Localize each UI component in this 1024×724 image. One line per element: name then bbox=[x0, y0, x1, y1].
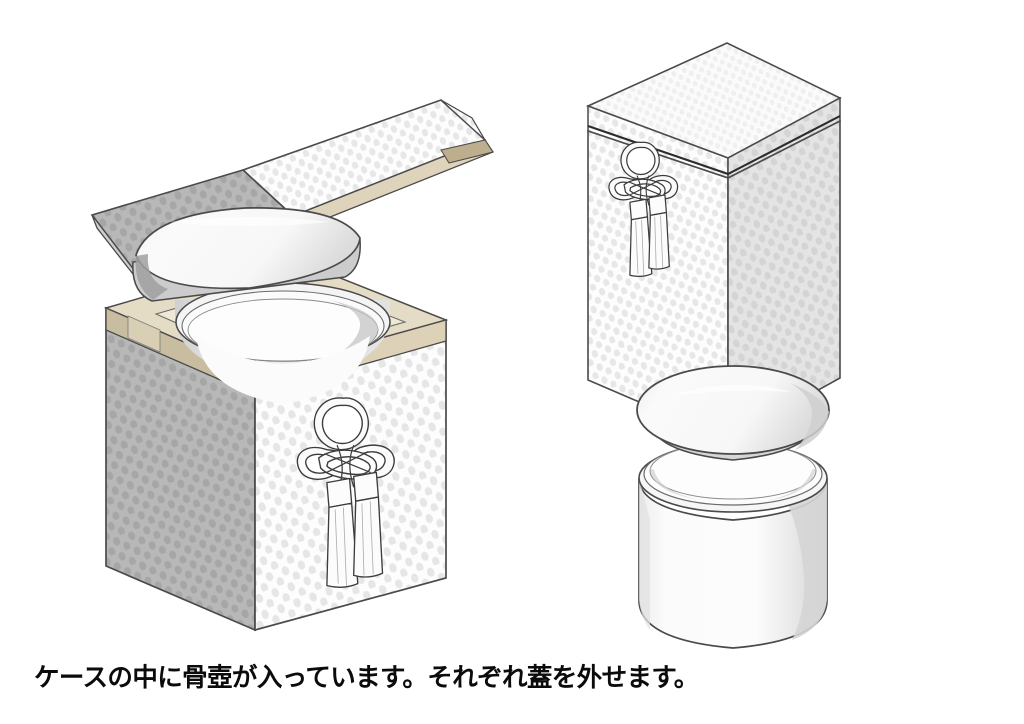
tassel-left-skirt bbox=[629, 216, 653, 278]
tassel-left-skirt bbox=[326, 502, 359, 588]
knot-strand-d bbox=[645, 175, 650, 206]
urn-lid-left-shade bbox=[135, 254, 168, 300]
urn-body-right-shade bbox=[786, 478, 827, 640]
urn-body-left-shade bbox=[639, 478, 650, 630]
tassel-left-thread-2 bbox=[342, 507, 347, 586]
figure-open-case bbox=[90, 99, 494, 632]
tassel-right-head bbox=[353, 471, 380, 502]
closed-case-lid-seam bbox=[587, 115, 841, 176]
tassel-left-thread-1 bbox=[334, 509, 339, 584]
tassel-left-thread-2 bbox=[641, 219, 645, 276]
figure-urn-alone bbox=[636, 365, 830, 649]
knot-strand-b bbox=[326, 451, 369, 473]
urn-body-wall bbox=[638, 477, 828, 649]
urn-lid-right-shade bbox=[790, 383, 829, 450]
tassel-right-thread-2 bbox=[660, 215, 664, 268]
knot-strand-b bbox=[629, 179, 660, 196]
tassel-left-head bbox=[326, 477, 353, 509]
urn-lid-top bbox=[135, 207, 361, 290]
urn-lid bbox=[636, 365, 830, 461]
urn-interior-shade-left bbox=[650, 468, 700, 500]
open-case-urn-lid bbox=[132, 207, 361, 302]
figure-closed-case bbox=[585, 42, 842, 442]
closed-case-decorative-knot bbox=[608, 141, 679, 278]
urn-lid-highlight bbox=[672, 384, 792, 396]
tassel-right-skirt bbox=[353, 496, 384, 578]
closed-case-right-face bbox=[727, 119, 841, 442]
case-tray-inner-wall bbox=[127, 315, 161, 353]
knot-top-loop-inner bbox=[626, 146, 656, 176]
urn-in-case-body-lower bbox=[196, 336, 370, 404]
tassel-left-thread-1 bbox=[635, 221, 639, 274]
tassel-right-skirt bbox=[648, 211, 670, 270]
case-lid-side-face bbox=[440, 99, 486, 141]
urn-body bbox=[638, 442, 828, 649]
urn-lid-highlight bbox=[170, 217, 330, 226]
knot-strand-a bbox=[324, 453, 371, 473]
open-case-decorative-knot bbox=[296, 397, 395, 588]
case-lid-tan-accent bbox=[440, 139, 494, 164]
urn-interior-shade-right bbox=[762, 468, 816, 502]
urn-lid-top-disc bbox=[636, 365, 830, 455]
knot-top-loop-inner bbox=[321, 404, 363, 445]
tassel-right-thread-1 bbox=[654, 216, 657, 268]
tassel-right-thread-1 bbox=[361, 503, 365, 576]
knot-strand-d bbox=[349, 444, 355, 488]
knot-strand-a bbox=[627, 181, 662, 196]
tassel-right-thread-2 bbox=[369, 501, 374, 575]
open-case-urn-body bbox=[175, 282, 391, 404]
